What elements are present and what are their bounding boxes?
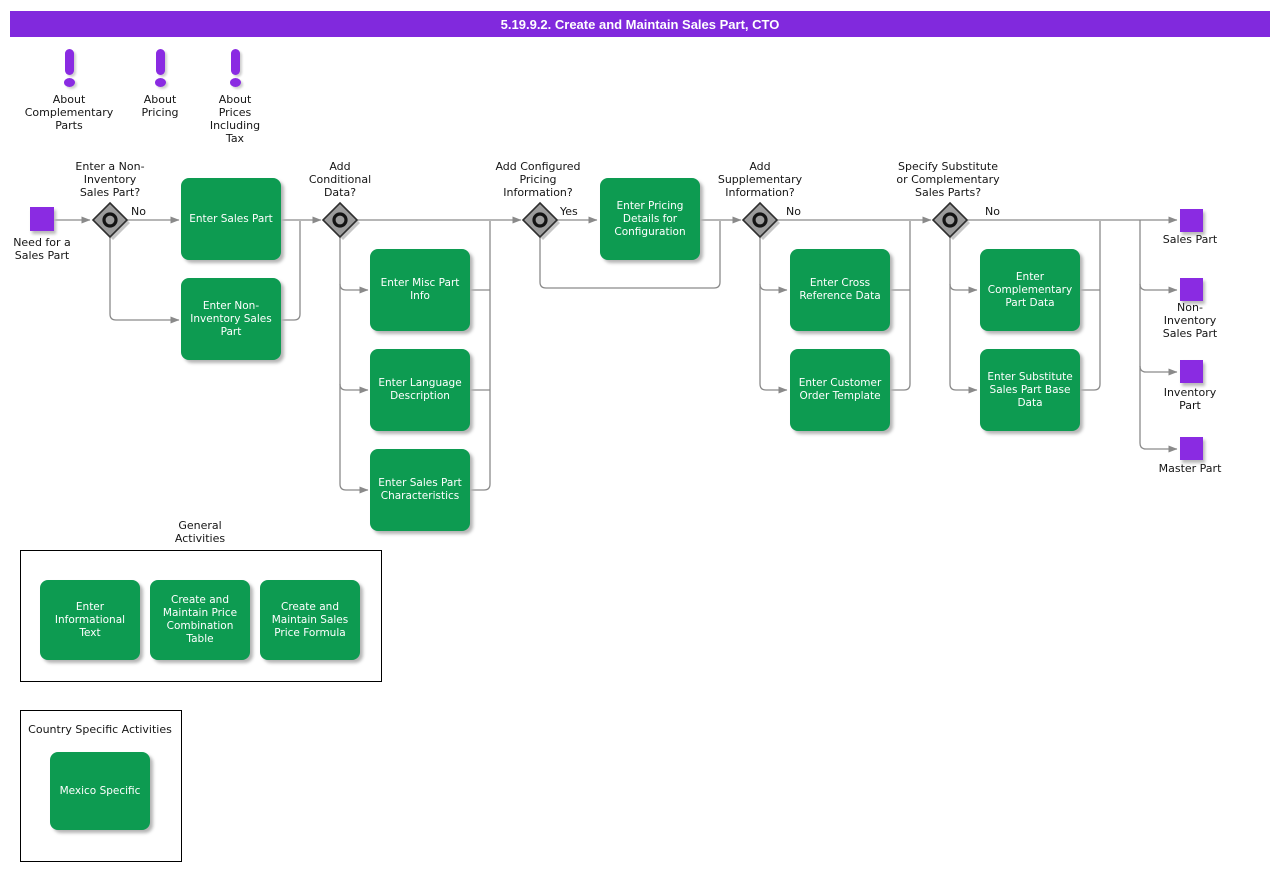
diagram-title-bar: 5.19.9.2. Create and Maintain Sales Part…: [10, 11, 1270, 37]
branch-label-no: No: [985, 205, 1000, 218]
info-icon-about-pricing[interactable]: [155, 49, 166, 87]
end-node-non-inventory-sales-part[interactable]: [1180, 278, 1203, 301]
activity-enter-substitute-sales-part-base-data[interactable]: Enter Substitute Sales Part Base Data: [980, 349, 1080, 431]
activity-enter-misc-part-info[interactable]: Enter Misc Part Info: [370, 249, 470, 331]
info-icon-label: About Complementary Parts: [24, 93, 114, 132]
activity-create-and-maintain-price-combination-table[interactable]: Create and Maintain Price Combination Ta…: [150, 580, 250, 660]
activity-enter-non-inventory-sales-part[interactable]: Enter Non- Inventory Sales Part: [181, 278, 281, 360]
end-node-label: Non- Inventory Sales Part: [1162, 301, 1218, 340]
decision-gateway-non-inventory: [91, 201, 132, 242]
activity-enter-customer-order-template[interactable]: Enter Customer Order Template: [790, 349, 890, 431]
activity-enter-complementary-part-data[interactable]: Enter Complementary Part Data: [980, 249, 1080, 331]
decision-gateway-substitute-complementary: [931, 201, 972, 242]
info-icon-about-complementary-parts[interactable]: [64, 49, 75, 87]
end-node-master-part[interactable]: [1180, 437, 1203, 460]
activity-enter-pricing-details-for-configuration[interactable]: Enter Pricing Details for Configuration: [600, 178, 700, 260]
decision-label: Enter a Non- Inventory Sales Part?: [75, 160, 145, 199]
activity-enter-sales-part[interactable]: Enter Sales Part: [181, 178, 281, 260]
start-node-label: Need for a Sales Part: [13, 236, 71, 262]
activity-enter-language-description[interactable]: Enter Language Description: [370, 349, 470, 431]
info-icon-label: About Prices Including Tax: [209, 93, 261, 145]
activity-enter-sales-part-characteristics[interactable]: Enter Sales Part Characteristics: [370, 449, 470, 531]
end-node-inventory-part[interactable]: [1180, 360, 1203, 383]
end-node-label: Master Part: [1158, 462, 1222, 475]
activity-mexico-specific[interactable]: Mexico Specific: [50, 752, 150, 830]
decision-gateway-configured-pricing: [521, 201, 562, 242]
exclamation-icon: [156, 49, 165, 75]
decision-gateway-conditional-data: [321, 201, 362, 242]
info-icon-label: About Pricing: [141, 93, 179, 119]
activity-enter-cross-reference-data[interactable]: Enter Cross Reference Data: [790, 249, 890, 331]
branch-label-no: No: [786, 205, 801, 218]
end-node-label: Inventory Part: [1163, 386, 1217, 412]
decision-label: Add Configured Pricing Information?: [495, 160, 581, 199]
decision-label: Add Conditional Data?: [308, 160, 372, 199]
activity-create-and-maintain-sales-price-formula[interactable]: Create and Maintain Sales Price Formula: [260, 580, 360, 660]
exclamation-icon: [65, 49, 74, 75]
activity-enter-informational-text[interactable]: Enter Informational Text: [40, 580, 140, 660]
exclamation-dot-icon: [64, 78, 75, 87]
decision-label: Specify Substitute or Complementary Sale…: [896, 160, 1000, 199]
start-node-need-for-sales-part[interactable]: [30, 207, 54, 231]
branch-label-yes: Yes: [560, 205, 578, 218]
exclamation-dot-icon: [230, 78, 241, 87]
decision-label: Add Supplementary Information?: [717, 160, 803, 199]
decision-gateway-supplementary: [741, 201, 782, 242]
section-title-general-activities: General Activities: [174, 519, 226, 545]
info-icon-about-prices-including-tax[interactable]: [230, 49, 241, 87]
branch-label-no: No: [131, 205, 146, 218]
exclamation-icon: [231, 49, 240, 75]
exclamation-dot-icon: [155, 78, 166, 87]
end-node-sales-part[interactable]: [1180, 209, 1203, 232]
end-node-label: Sales Part: [1162, 233, 1218, 246]
section-title-country-specific-activities: Country Specific Activities: [28, 723, 172, 736]
